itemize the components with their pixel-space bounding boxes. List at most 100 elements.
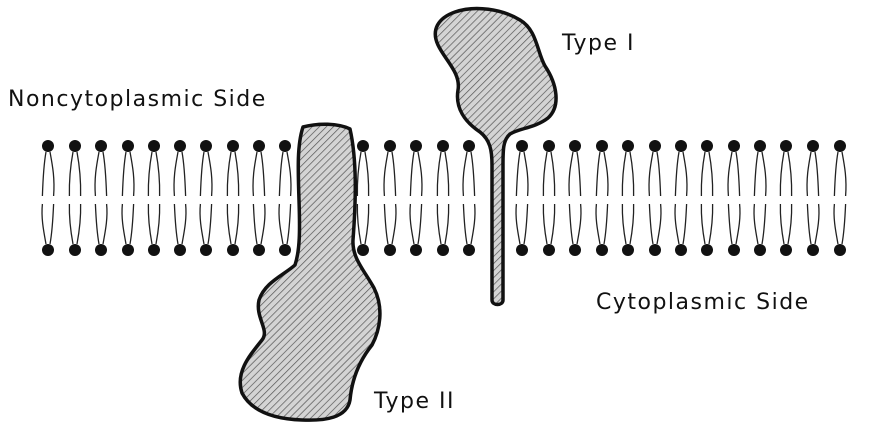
lipid-head-bottom xyxy=(227,244,239,256)
lipid-head-bottom xyxy=(516,244,528,256)
lipid-tail-bottom xyxy=(569,204,573,244)
lipid-tail-top xyxy=(780,152,784,196)
lipid-head-top xyxy=(543,140,555,152)
lipid-tail-bottom xyxy=(235,204,239,244)
lipid-tail-bottom xyxy=(657,204,661,244)
lipid-tail-top xyxy=(516,152,520,196)
lipid-head-top xyxy=(174,140,186,152)
lipid-tail-top xyxy=(182,152,186,196)
lipid-tail-top xyxy=(208,152,212,196)
lipid-tail-bottom xyxy=(543,204,547,244)
lipid-tail-bottom xyxy=(577,204,581,244)
lipid-head-bottom xyxy=(279,244,291,256)
lipid-tail-top xyxy=(569,152,573,196)
lipid-head-top xyxy=(728,140,740,152)
lipid-tail-top xyxy=(551,152,555,196)
lipid-tail-top xyxy=(42,152,46,196)
lipid-tail-bottom xyxy=(50,204,54,244)
lipid-tail-bottom xyxy=(410,204,414,244)
lipid-tail-bottom xyxy=(227,204,231,244)
lipid-head-bottom xyxy=(384,244,396,256)
lipid-head-bottom xyxy=(596,244,608,256)
lipid-tail-top xyxy=(227,152,231,196)
lipid-tail-top xyxy=(77,152,81,196)
lipid-tail-top xyxy=(842,152,846,196)
lipid-tail-top xyxy=(437,152,441,196)
lipid-tail-top xyxy=(577,152,581,196)
lipid-head-top xyxy=(463,140,475,152)
lipid-tail-top xyxy=(95,152,99,196)
lipid-head-top xyxy=(148,140,160,152)
lipid-tail-bottom xyxy=(148,204,152,244)
lipid-tail-top xyxy=(675,152,679,196)
lipid-tail-bottom xyxy=(261,204,265,244)
lipid-tail-top xyxy=(649,152,653,196)
lipid-tail-bottom xyxy=(728,204,732,244)
lipid-head-bottom xyxy=(410,244,422,256)
lipid-head-bottom xyxy=(253,244,265,256)
lipid-tail-bottom xyxy=(463,204,467,244)
lipid-tail-top xyxy=(445,152,449,196)
lipid-head-top xyxy=(701,140,713,152)
lipid-tail-top xyxy=(463,152,467,196)
lipid-head-top xyxy=(69,140,81,152)
lipid-head-top xyxy=(279,140,291,152)
lipid-tail-top xyxy=(630,152,634,196)
lipid-tail-bottom xyxy=(683,204,687,244)
lipid-head-top xyxy=(649,140,661,152)
lipid-head-bottom xyxy=(174,244,186,256)
lipid-head-top xyxy=(807,140,819,152)
lipid-tail-bottom xyxy=(122,204,126,244)
lipid-tail-top xyxy=(524,152,528,196)
lipid-tail-top xyxy=(365,152,369,196)
lipid-head-bottom xyxy=(69,244,81,256)
lipid-head-top xyxy=(357,140,369,152)
lipid-tail-bottom xyxy=(357,204,361,244)
lipid-tail-top xyxy=(392,152,396,196)
lipid-tail-top xyxy=(604,152,608,196)
lipid-tail-top xyxy=(709,152,713,196)
lipid-tail-top xyxy=(418,152,422,196)
lipid-tail-bottom xyxy=(807,204,811,244)
lipid-tail-top xyxy=(762,152,766,196)
lipid-tail-bottom xyxy=(524,204,528,244)
lipid-tail-bottom xyxy=(365,204,369,244)
lipid-head-top xyxy=(95,140,107,152)
lipid-head-top xyxy=(437,140,449,152)
lipid-tail-top xyxy=(148,152,152,196)
lipid-tail-bottom xyxy=(736,204,740,244)
lipid-head-top xyxy=(834,140,846,152)
lipid-tail-top xyxy=(736,152,740,196)
lipid-head-top xyxy=(569,140,581,152)
lipid-head-bottom xyxy=(95,244,107,256)
lipid-tail-top xyxy=(471,152,475,196)
lipid-head-bottom xyxy=(543,244,555,256)
lipid-tail-bottom xyxy=(208,204,212,244)
lipid-tail-bottom xyxy=(622,204,626,244)
lipid-tail-top xyxy=(622,152,626,196)
lipid-head-bottom xyxy=(42,244,54,256)
lipid-tail-top xyxy=(384,152,388,196)
lipid-head-bottom xyxy=(437,244,449,256)
lipid-tail-top xyxy=(69,152,73,196)
lipid-head-bottom xyxy=(200,244,212,256)
lipid-head-top xyxy=(227,140,239,152)
lipid-tail-top xyxy=(728,152,732,196)
lipid-tail-bottom xyxy=(287,204,291,244)
lipid-head-bottom xyxy=(675,244,687,256)
lipid-tail-top xyxy=(788,152,792,196)
lipid-tail-bottom xyxy=(551,204,555,244)
lipid-tail-bottom xyxy=(780,204,784,244)
lipid-head-bottom xyxy=(463,244,475,256)
lipid-tail-bottom xyxy=(709,204,713,244)
lipid-tail-top xyxy=(657,152,661,196)
lipid-tail-top xyxy=(410,152,414,196)
lipid-tail-bottom xyxy=(130,204,134,244)
lipid-tail-top xyxy=(834,152,838,196)
lipid-tail-bottom xyxy=(675,204,679,244)
lipid-tail-bottom xyxy=(762,204,766,244)
lipid-tail-bottom xyxy=(815,204,819,244)
lipid-tail-top xyxy=(235,152,239,196)
type-ii-label: Type II xyxy=(373,389,455,414)
lipid-tail-bottom xyxy=(69,204,73,244)
